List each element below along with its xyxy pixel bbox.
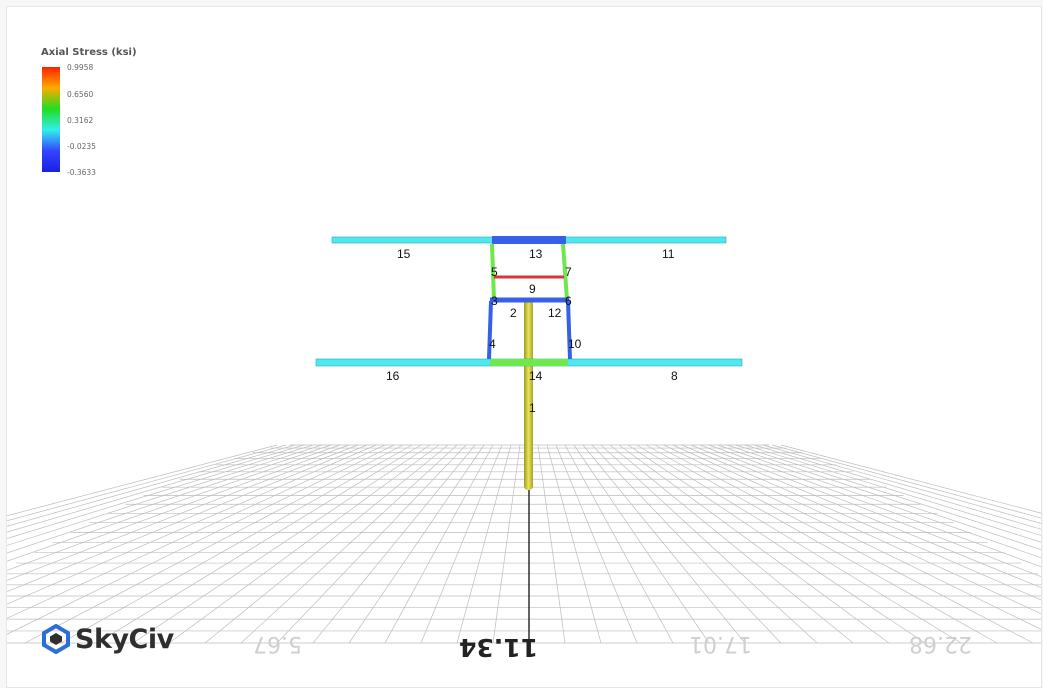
member-label-9: 9 <box>529 282 536 296</box>
member-7[interactable] <box>561 243 569 301</box>
member-13[interactable] <box>492 236 566 244</box>
logo-text: SkyCiv <box>75 623 174 655</box>
member-label-10: 10 <box>568 337 582 351</box>
svg-text:22.68: 22.68 <box>909 631 972 656</box>
svg-text:17.01: 17.01 <box>689 631 752 656</box>
axis-label-right-1: 17.01 <box>689 631 752 656</box>
axis-label-center: 11.34 <box>459 633 538 662</box>
member-label-16: 16 <box>386 369 400 383</box>
legend-tick-max: 0.9958 <box>67 63 94 72</box>
member-4[interactable] <box>487 300 493 360</box>
3d-viewport[interactable]: 11.34 5.67 17.01 22.68 1 <box>6 6 1042 688</box>
member-label-1: 1 <box>529 401 536 415</box>
member-label-3: 3 <box>491 294 498 308</box>
legend-tick-2: 0.6560 <box>67 90 94 99</box>
member-5[interactable] <box>490 243 496 301</box>
member-label-13: 13 <box>529 247 543 261</box>
member-label-7: 7 <box>565 265 572 279</box>
member-label-5: 5 <box>491 265 498 279</box>
structure-scene[interactable]: 11.34 5.67 17.01 22.68 1 <box>7 7 1041 687</box>
legend-tick-3: 0.3162 <box>67 116 94 125</box>
member-label-8: 8 <box>671 369 678 383</box>
legend-tick-4: -0.0235 <box>67 142 96 151</box>
member-10[interactable] <box>566 300 572 360</box>
member-label-15: 15 <box>397 247 411 261</box>
svg-text:11.34: 11.34 <box>459 633 538 662</box>
skyciv-logo: SkyCiv <box>41 622 174 656</box>
legend-title: Axial Stress (ksi) <box>41 47 137 58</box>
axis-label-left: 5.67 <box>253 631 302 656</box>
member-label-6: 6 <box>565 294 572 308</box>
member-label-11: 11 <box>662 247 675 261</box>
member-labels: 1 2 3 4 5 6 7 8 9 10 11 12 13 14 15 16 <box>386 247 678 415</box>
member-label-12: 12 <box>548 306 562 320</box>
member-label-2: 2 <box>510 306 517 320</box>
legend-color-bar <box>42 67 60 172</box>
member-14[interactable] <box>490 359 568 366</box>
legend-tick-min: -0.3633 <box>67 168 96 177</box>
svg-text:5.67: 5.67 <box>253 631 302 656</box>
member-label-14: 14 <box>529 369 543 383</box>
member-1[interactable] <box>524 300 533 490</box>
axis-label-right-2: 22.68 <box>909 631 972 656</box>
member-label-4: 4 <box>489 337 496 351</box>
ground-grid <box>7 444 1041 644</box>
skyciv-logo-icon <box>42 624 70 654</box>
